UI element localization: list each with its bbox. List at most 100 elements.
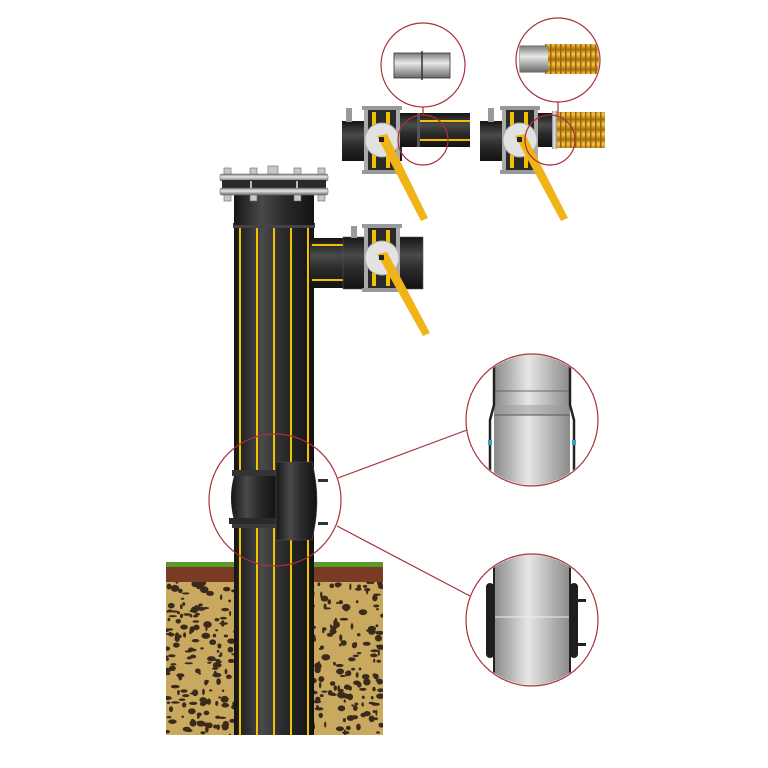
- gravel-speck: [321, 690, 328, 693]
- gravel-speck: [218, 654, 222, 658]
- flange-bolts: [223, 165, 326, 202]
- gravel-speck: [362, 584, 368, 588]
- gravel-speck: [227, 658, 235, 663]
- gravel-speck: [215, 629, 219, 632]
- gravel-speck: [343, 729, 347, 735]
- gravel-speck: [166, 672, 171, 676]
- gravel-speck: [168, 706, 174, 713]
- gravel-speck: [374, 634, 382, 642]
- gravel-speck: [179, 604, 183, 610]
- gravel-speck: [373, 658, 376, 663]
- gravel-speck: [321, 654, 331, 661]
- valve-handle[interactable]: [377, 134, 428, 221]
- gravel-speck: [339, 674, 346, 678]
- gravel-speck: [200, 647, 204, 650]
- gravel-speck: [209, 639, 217, 646]
- gravel-speck: [192, 615, 199, 618]
- gravel-speck: [166, 655, 169, 658]
- gravel-speck: [316, 705, 319, 709]
- gravel-speck: [216, 678, 221, 685]
- gravel-speck: [366, 629, 371, 632]
- gravel-speck: [219, 622, 229, 625]
- gravel-speck: [337, 705, 346, 712]
- gravel-speck: [318, 681, 322, 689]
- gravel-speck: [329, 624, 333, 628]
- gravel-speck: [166, 583, 172, 590]
- gravel-speck: [220, 695, 229, 703]
- gravel-speck: [376, 608, 379, 611]
- gravel-speck: [360, 712, 367, 718]
- gravel-speck: [179, 613, 183, 619]
- gravel-speck: [361, 702, 364, 707]
- gravel-speck: [215, 660, 222, 664]
- gravel-speck: [333, 620, 336, 625]
- gravel-speck: [213, 724, 218, 729]
- gravel-speck: [228, 599, 231, 603]
- valve-handle[interactable]: [515, 134, 568, 221]
- gravel-speck: [348, 657, 356, 662]
- gravel-speck: [217, 643, 222, 649]
- valve-handle[interactable]: [377, 252, 430, 336]
- gravel-speck: [372, 686, 376, 692]
- gravel-speck: [194, 604, 198, 610]
- gravel-speck: [222, 586, 231, 592]
- ball-valve-2[interactable]: [500, 106, 568, 221]
- gravel-speck: [181, 715, 185, 718]
- gravel-speck: [351, 715, 359, 720]
- gravel-speck: [338, 643, 342, 647]
- gravel-speck: [170, 663, 177, 666]
- gravel-speck: [229, 610, 232, 617]
- ball-valve-branch[interactable]: [362, 224, 430, 336]
- gravel-speck: [338, 600, 343, 605]
- gravel-speck: [207, 661, 212, 664]
- gravel-speck: [174, 632, 180, 640]
- gravel-speck: [166, 696, 172, 701]
- gravel-speck: [189, 654, 197, 659]
- gravel-speck: [180, 597, 185, 600]
- gravel-speck: [212, 662, 219, 669]
- gravel-speck: [348, 685, 352, 691]
- gravel-speck: [180, 624, 188, 630]
- gravel-speck: [319, 645, 324, 650]
- gravel-speck: [378, 582, 383, 587]
- gravel-speck: [319, 694, 324, 698]
- gravel-speck: [373, 673, 379, 680]
- gravel-speck: [380, 613, 383, 618]
- gravel-speck: [355, 600, 359, 604]
- gravel-speck: [189, 701, 198, 706]
- detail-pipe-insertion: [465, 353, 599, 487]
- gravel-speck: [372, 594, 378, 602]
- gravel-speck: [354, 641, 358, 648]
- gravel-speck: [353, 680, 361, 686]
- gravel-speck: [202, 688, 205, 696]
- gravel-speck: [175, 582, 179, 584]
- gravel-speck: [191, 638, 200, 643]
- gravel-speck: [221, 607, 230, 612]
- gravel-speck: [352, 705, 358, 711]
- gravel-speck: [343, 699, 346, 703]
- gravel-speck: [178, 588, 183, 594]
- gravel-speck: [221, 702, 230, 708]
- gravel-speck: [218, 696, 221, 699]
- gravel-speck: [201, 632, 211, 639]
- gravel-speck: [166, 716, 172, 719]
- gravel-speck: [351, 667, 356, 671]
- gravel-speck: [339, 634, 343, 642]
- gravel-speck: [208, 689, 213, 692]
- gravel-speck: [375, 624, 379, 628]
- gravel-speck: [206, 590, 214, 597]
- gravel-speck: [354, 702, 359, 706]
- gravel-speck: [341, 603, 351, 611]
- gravel-speck: [339, 617, 349, 621]
- gravel-speck: [361, 695, 365, 699]
- gravel-speck: [361, 673, 370, 680]
- gravel-speck: [166, 730, 170, 734]
- gravel-speck: [378, 722, 383, 728]
- gravel-speck: [313, 699, 322, 704]
- gravel-speck: [178, 674, 183, 681]
- gravel-speck: [350, 623, 354, 630]
- gravel-speck: [340, 640, 347, 646]
- gravel-speck: [194, 612, 201, 616]
- gravel-speck: [193, 624, 200, 631]
- gravel-speck: [358, 667, 362, 671]
